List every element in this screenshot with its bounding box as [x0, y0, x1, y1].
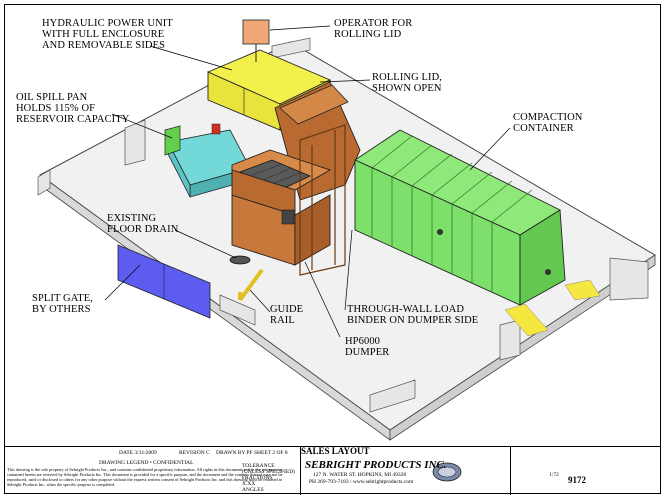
- company-address: 127 N. WATER ST. HOPKINS, MI 49328: [313, 472, 407, 478]
- company-cell: [301, 447, 511, 495]
- angles-label: ANGLES: [242, 487, 264, 493]
- company-logo: [432, 462, 462, 482]
- green-panel: [164, 125, 181, 156]
- wall-front-mid: [369, 379, 416, 413]
- drawing-number: 9172: [568, 475, 586, 485]
- floor-stripe: [504, 303, 549, 337]
- company-name: SEBRIGHT PRODUCTS INC.: [305, 459, 447, 471]
- floor-drain: [229, 255, 251, 265]
- rolling-lid: [279, 84, 349, 125]
- sheet-title: SALES LAYOUT: [301, 446, 370, 456]
- leader-lines: [104, 25, 511, 338]
- dumper-tower: [299, 124, 346, 276]
- wall-front-left: [219, 294, 256, 326]
- wall-back: [271, 37, 311, 59]
- floor-slab: [39, 41, 656, 431]
- guide-rail: [238, 268, 264, 302]
- tolerance-sub: (UNLESS SPECIFIED): [242, 469, 296, 475]
- drawing-legend: DRAWING LEGEND • CONFIDENTIAL: [99, 460, 194, 466]
- company-phone: PH 269-793-7183 / www.sebrightproducts.c…: [309, 479, 414, 485]
- tolerance-label: TOLERANCE: [242, 463, 275, 469]
- scale-field: 1:72: [549, 472, 559, 478]
- number-cell: 1:72: [511, 447, 661, 495]
- isometric-layout-drawing: [37, 19, 656, 441]
- legend-cell: DATE 3/31/2009 REVISION C DRAWN BY PF SH…: [4, 447, 301, 495]
- revision-field: REVISION C: [179, 450, 210, 456]
- compaction-container-end: [519, 209, 566, 306]
- wall-right: [609, 257, 649, 301]
- decimals-label: X.XX: [242, 481, 256, 487]
- title-block: DATE 3/31/2009 REVISION C DRAWN BY PF SH…: [4, 446, 661, 495]
- drawn-by-field: DRAWN BY PF: [216, 450, 253, 456]
- wall-corner: [499, 319, 521, 361]
- wall-left: [37, 169, 51, 196]
- drawing-frame: [4, 4, 661, 494]
- fractions-label: FRACTIONS: [242, 475, 273, 481]
- split-gate-callout: SPLIT GATE,BY OTHERS: [32, 293, 93, 315]
- operator-box: [242, 19, 270, 45]
- legal-notice: This drawing is the sole property of Seb…: [7, 467, 283, 487]
- rolling-lid-callout: ROLLING LID,SHOWN OPEN: [372, 72, 443, 94]
- wall-post: [124, 119, 146, 166]
- sheet-field: SHEET 2 OF 8: [254, 450, 288, 456]
- date-field: DATE 3/31/2009: [119, 450, 157, 456]
